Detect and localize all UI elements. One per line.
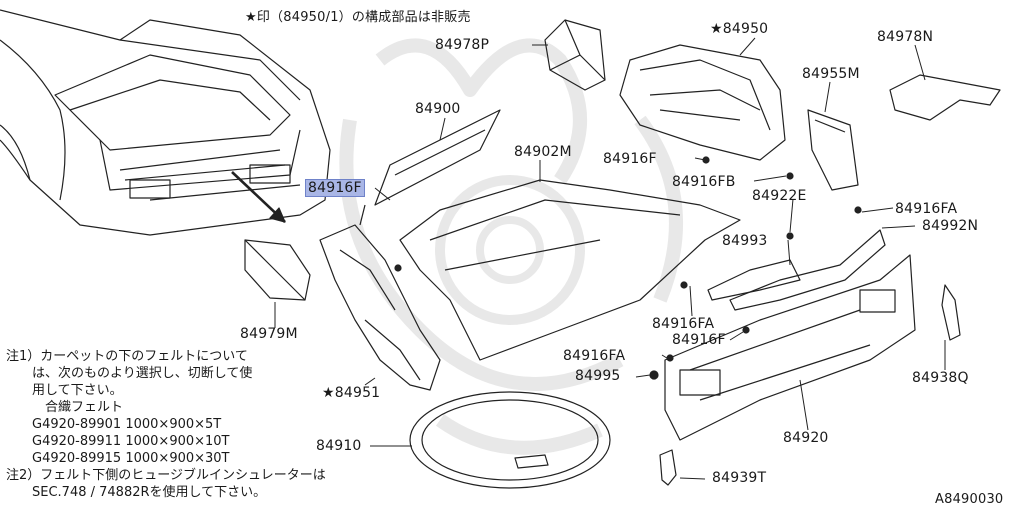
part-label-84995[interactable]: 84995 <box>575 368 621 384</box>
note-line: 注1）カーペットの下のフェルトについて <box>6 349 248 364</box>
car-rear-view <box>0 9 331 236</box>
part-label-84916fa-low[interactable]: 84916FA <box>563 348 626 364</box>
leader-lines <box>274 37 946 480</box>
part-label-84916f-highlighted[interactable]: 84916F <box>305 179 365 197</box>
part-label-84920[interactable]: 84920 <box>783 430 829 446</box>
part-84939t-shape <box>659 449 677 486</box>
part-label-84939t[interactable]: 84939T <box>712 470 767 486</box>
part-label-84938q[interactable]: 84938Q <box>912 370 969 386</box>
diagram-code: A8490030 <box>935 492 1004 507</box>
part-84910-shape <box>409 391 611 489</box>
part-label-84993[interactable]: 84993 <box>722 233 768 249</box>
part-label-84916fb[interactable]: 84916FB <box>672 174 736 190</box>
notes-block: 注1）カーペットの下のフェルトについて は、次のものより選択し、切断して使 用し… <box>6 348 326 501</box>
note-line: G4920-89915 1000×900×30T <box>6 451 230 466</box>
part-84978n-shape <box>889 74 1001 121</box>
part-84979m-shape <box>244 239 311 301</box>
note-line: G4920-89901 1000×900×5T <box>6 417 222 432</box>
part-label-84922e[interactable]: 84922E <box>752 188 807 204</box>
part-label-84916fa-mid[interactable]: 84916FA <box>652 316 715 332</box>
note-line: 注2）フェルト下側のヒュージブルインシュレーターは <box>6 468 326 483</box>
part-label-84916f-top[interactable]: 84916F <box>603 151 657 167</box>
part-label-84955m[interactable]: 84955M <box>802 66 860 82</box>
part-label-84951[interactable]: ★84951 <box>322 385 381 401</box>
note-line: SEC.748 / 74882Rを使用して下さい。 <box>6 485 267 500</box>
part-84938q-shape <box>941 284 961 341</box>
note-line: 用して下さい。 <box>6 383 123 398</box>
part-label-84910[interactable]: 84910 <box>316 438 362 454</box>
part-label-84978n[interactable]: 84978N <box>877 29 934 45</box>
header-note: ★印（84950/1）の構成部品は非販売 <box>245 10 471 25</box>
part-84920-shape <box>664 254 916 441</box>
part-label-84916f-mid[interactable]: 84916F <box>672 332 726 348</box>
part-84955m-shape <box>807 109 859 191</box>
part-label-84979m[interactable]: 84979M <box>240 326 298 342</box>
note-line: G4920-89911 1000×900×10T <box>6 434 230 449</box>
part-label-84916fa-right[interactable]: 84916FA <box>895 201 958 217</box>
part-label-84902m[interactable]: 84902M <box>514 144 572 160</box>
part-label-84950[interactable]: ★84950 <box>710 21 769 37</box>
fastener-marks <box>394 156 862 380</box>
pointer-arrowhead <box>269 207 286 223</box>
part-label-84978p[interactable]: 84978P <box>435 37 490 53</box>
part-label-84992n[interactable]: 84992N <box>922 218 979 234</box>
note-line: 合織フェルト <box>6 400 124 415</box>
part-label-84900[interactable]: 84900 <box>415 101 461 117</box>
part-84992n-shape <box>729 229 886 311</box>
part-84978p-shape <box>544 19 606 91</box>
part-84993-shape <box>707 259 801 301</box>
part-84951-shape <box>319 204 441 391</box>
note-line: は、次のものより選択し、切断して使 <box>6 366 253 381</box>
part-84950-shape <box>619 44 786 161</box>
